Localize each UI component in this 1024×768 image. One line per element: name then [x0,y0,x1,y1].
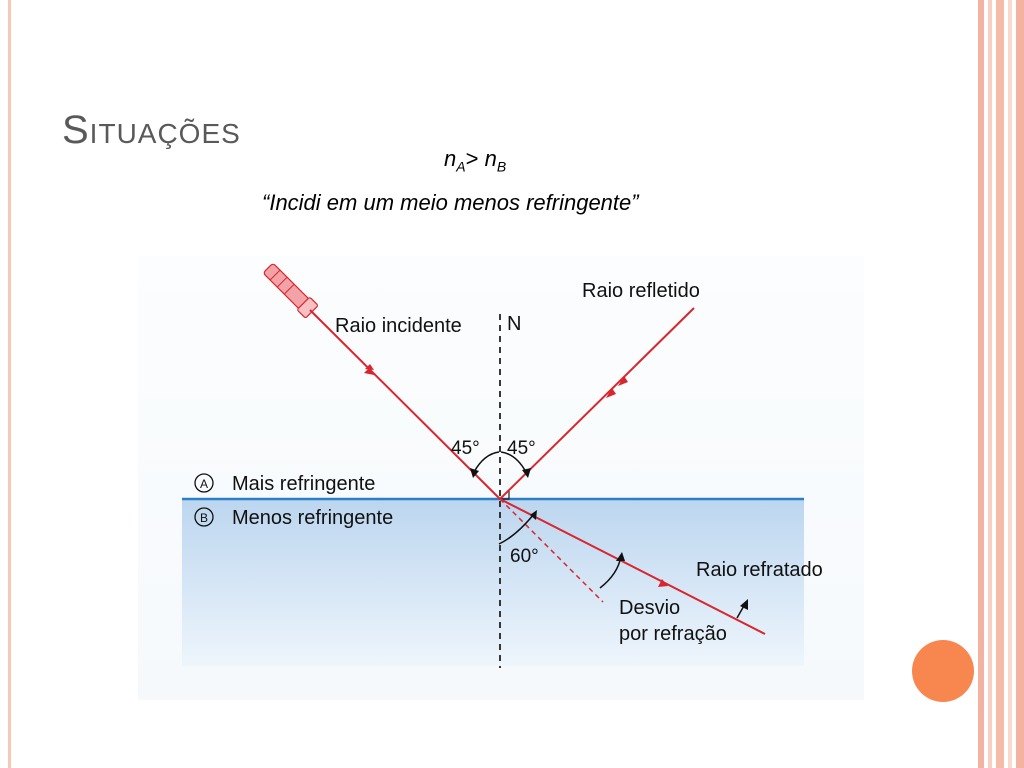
right-angle-mark [501,491,510,500]
right-border-band [996,0,1004,768]
refraction-angle-arrow [530,510,537,520]
reflected-ray-arrow [606,388,616,398]
formula-left-symbol: n [444,146,457,171]
laser-pointer-icon [263,263,318,318]
incident-ray-arrow [365,364,374,370]
left-border-rule [8,0,11,768]
formula-left-subscript: A [456,158,466,175]
right-border-band [1008,0,1012,768]
incident-ray-arrow [364,367,374,375]
deviation-label-line2: por refração [619,623,727,645]
right-border-band [978,0,984,768]
incident-ray-label: Raio incidente [335,315,462,337]
reflection-angle-label: 45° [507,438,536,459]
accent-circle-icon [912,640,974,702]
deviation-label-line1: Desvio [619,597,680,619]
normal-label: N [507,313,521,335]
medium-b-label: Menos refringente [232,507,393,529]
medium-b-marker: B [200,511,208,525]
reflected-ray-label: Raio refletido [582,280,700,302]
refracted-ray-label: Raio refratado [696,559,823,581]
medium-a-marker-circle [194,473,214,493]
deviation-angle-arrow [616,552,625,561]
formula-right-subscript: B [496,158,507,175]
refraction-diagram: N Raio incidente Raio refletido [138,256,864,700]
lower-medium-area [182,500,804,666]
refracted-label-pointer-arrow [740,599,748,610]
refracted-ray-arrow [658,579,668,587]
incident-ray [309,309,501,500]
incidence-angle-arc [473,451,500,473]
reflected-ray [499,307,695,500]
medium-a-label: Mais refringente [232,473,375,495]
refracted-ray [499,498,766,635]
right-border-band [988,0,992,768]
medium-b-marker-circle [194,507,214,527]
medium-a-marker: A [200,477,208,491]
incident-ray-extension [499,498,604,603]
refraction-angle-label: 60° [510,546,539,567]
reflected-ray-arrow [618,376,628,386]
slide-quote: “Incidi em um meio menos refringente” [262,190,639,215]
refraction-angle-arc [498,513,535,545]
formula-right-symbol: n [484,146,497,171]
incidence-angle-label: 45° [451,438,480,459]
reflection-angle-arrow [522,468,531,478]
formula-operator: > [465,146,485,171]
slide-title: Situações [62,108,241,152]
reflection-angle-arc [500,451,527,473]
incidence-angle-arrow [470,468,479,478]
refraction-index-formula: nA> nB [444,146,506,174]
right-border-band [1016,0,1024,768]
